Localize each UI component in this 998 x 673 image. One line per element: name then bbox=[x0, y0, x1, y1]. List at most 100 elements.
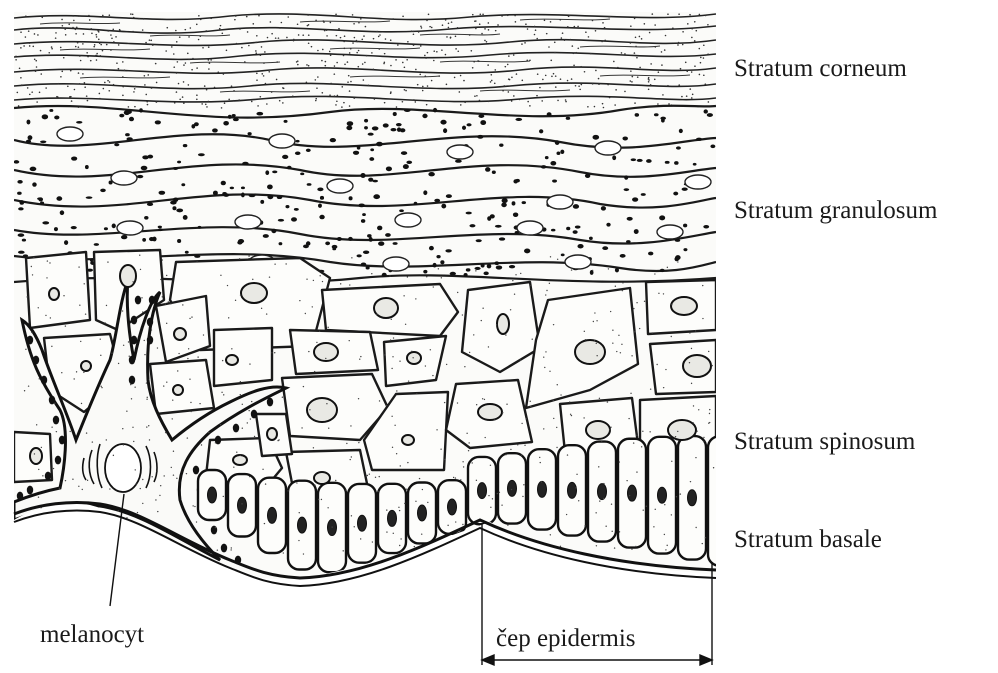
stipple-dot bbox=[248, 45, 250, 47]
melanin-granule bbox=[17, 492, 23, 501]
stipple-dot bbox=[122, 86, 124, 88]
stipple-dot bbox=[384, 102, 386, 104]
granule bbox=[42, 114, 49, 119]
cytoplasm-dot bbox=[327, 327, 328, 328]
stipple-dot bbox=[256, 79, 258, 81]
cytoplasm-dot bbox=[544, 367, 545, 368]
stipple-dot bbox=[402, 62, 404, 64]
cytoplasm-dot bbox=[83, 372, 84, 373]
stipple-dot bbox=[529, 59, 531, 61]
granule bbox=[575, 225, 581, 228]
granule bbox=[183, 215, 188, 220]
stipple-dot bbox=[77, 42, 79, 44]
stipple-dot bbox=[326, 29, 328, 31]
stipple-dot bbox=[592, 20, 594, 22]
cytoplasm-dot bbox=[160, 485, 161, 486]
stipple-dot bbox=[34, 33, 36, 35]
cytoplasm-dot bbox=[34, 453, 35, 454]
granule bbox=[560, 150, 564, 154]
cytoplasm-dot bbox=[76, 371, 77, 372]
cytoplasm-dot bbox=[540, 462, 541, 463]
cytoplasm-dot bbox=[462, 461, 463, 462]
stipple-dot bbox=[15, 56, 17, 58]
stipple-dot bbox=[219, 28, 221, 30]
cytoplasm-dot bbox=[507, 524, 508, 525]
cytoplasm-dot bbox=[633, 442, 634, 443]
cytoplasm-dot bbox=[566, 514, 567, 515]
stipple-dot bbox=[567, 80, 569, 82]
melanin-granule bbox=[221, 544, 227, 553]
cytoplasm-dot bbox=[264, 523, 265, 524]
basal-cell-nucleus bbox=[628, 485, 637, 501]
stipple-dot bbox=[661, 64, 663, 66]
cytoplasm-dot bbox=[482, 398, 483, 399]
cytoplasm-dot bbox=[664, 534, 665, 535]
melanin-granule bbox=[147, 336, 153, 345]
cytoplasm-dot bbox=[394, 425, 395, 426]
cytoplasm-dot bbox=[520, 273, 521, 274]
cytoplasm-dot bbox=[172, 418, 173, 419]
stipple-dot bbox=[238, 99, 240, 101]
cytoplasm-dot bbox=[605, 526, 606, 527]
stipple-dot bbox=[498, 26, 500, 28]
cytoplasm-dot bbox=[100, 482, 101, 483]
stipple-dot bbox=[224, 102, 226, 104]
stipple-dot bbox=[315, 20, 317, 22]
stipple-dot bbox=[594, 106, 596, 108]
cytoplasm-dot bbox=[512, 280, 513, 281]
stipple-dot bbox=[208, 68, 210, 70]
granule bbox=[349, 196, 353, 200]
cytoplasm-dot bbox=[45, 315, 46, 316]
stipple-dot bbox=[256, 35, 258, 37]
stipple-dot bbox=[315, 100, 317, 102]
stipple-dot bbox=[188, 84, 190, 86]
granule bbox=[267, 184, 273, 189]
cytoplasm-dot bbox=[160, 279, 161, 280]
stipple-dot bbox=[348, 75, 350, 77]
stipple-dot bbox=[525, 23, 527, 25]
cytoplasm-dot bbox=[312, 306, 313, 307]
stipple-dot bbox=[74, 89, 76, 91]
stipple-dot bbox=[395, 59, 397, 61]
stipple-dot bbox=[664, 49, 666, 51]
basal-cell-nucleus bbox=[538, 481, 547, 497]
cytoplasm-dot bbox=[644, 301, 645, 302]
stipple-dot bbox=[48, 52, 50, 54]
stipple-dot bbox=[176, 72, 178, 74]
granule bbox=[674, 257, 679, 262]
stipple-dot bbox=[196, 98, 198, 100]
cytoplasm-dot bbox=[303, 386, 304, 387]
cytoplasm-dot bbox=[393, 337, 394, 338]
cytoplasm-dot bbox=[695, 527, 696, 528]
stipple-dot bbox=[575, 85, 577, 87]
cytoplasm-dot bbox=[313, 280, 314, 281]
cytoplasm-dot bbox=[457, 402, 458, 403]
stipple-dot bbox=[677, 44, 679, 46]
cytoplasm-dot bbox=[403, 295, 404, 296]
cytoplasm-dot bbox=[609, 429, 610, 430]
stipple-dot bbox=[707, 24, 709, 26]
granule bbox=[396, 123, 402, 126]
cytoplasm-dot bbox=[231, 547, 232, 548]
stipple-dot bbox=[34, 59, 36, 61]
stipple-dot bbox=[217, 71, 219, 73]
granule bbox=[26, 120, 30, 125]
stipple-dot bbox=[306, 82, 308, 84]
cytoplasm-dot bbox=[133, 441, 134, 442]
stipple-dot bbox=[687, 23, 689, 25]
stipple-dot bbox=[639, 67, 641, 69]
cytoplasm-dot bbox=[389, 275, 390, 276]
cytoplasm-dot bbox=[520, 359, 521, 360]
stipple-dot bbox=[103, 88, 105, 90]
cytoplasm-dot bbox=[228, 317, 229, 318]
stipple-dot bbox=[15, 59, 17, 61]
granule bbox=[64, 240, 68, 245]
cytoplasm-dot bbox=[301, 427, 302, 428]
stipple-dot bbox=[571, 78, 573, 80]
stipple-dot bbox=[502, 90, 504, 92]
stipple-dot bbox=[142, 29, 144, 31]
cytoplasm-dot bbox=[335, 480, 336, 481]
stipple-dot bbox=[691, 37, 693, 39]
granule bbox=[194, 255, 200, 258]
